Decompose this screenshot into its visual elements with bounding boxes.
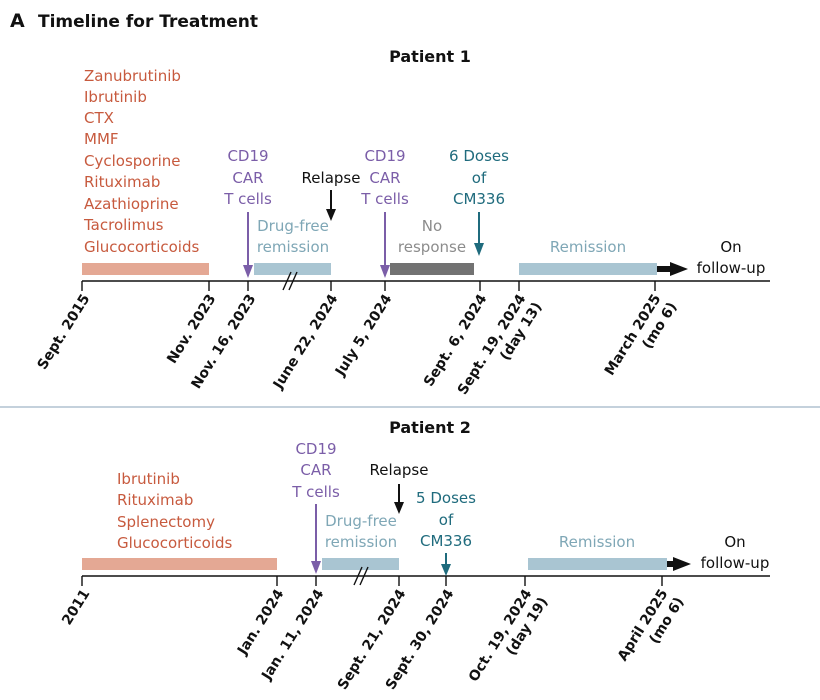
drug-label: Glucocorticoids [84, 238, 199, 256]
drug-label: Cyclosporine [84, 152, 181, 170]
follow-up-label: On [724, 533, 745, 551]
axis-break-marks [353, 566, 369, 586]
patient-2-relapse-marker: Relapse [370, 461, 429, 514]
arrowhead-icon [311, 561, 321, 574]
patient-1-timeline: Patient 1 Zanubrutinib Ibrutinib CTX MMF… [35, 47, 770, 398]
prior-treatment-bar [82, 558, 277, 570]
patient-2-prior-drugs: Ibrutinib Rituximab Splenectomy Glucocor… [117, 470, 232, 552]
drug-label: Azathioprine [84, 195, 179, 213]
follow-up-label: On [720, 238, 741, 256]
axis-break-line [282, 271, 292, 291]
date-label: Sept. 2015 [35, 292, 94, 373]
drug-label: Splenectomy [117, 513, 215, 531]
patient-1-cart-infusion-2: CD19 CAR T cells [360, 147, 409, 278]
arrowhead-icon [441, 564, 451, 576]
remission-bar [528, 558, 667, 570]
prior-treatment-bar [82, 263, 209, 275]
patient-2-timeline: Patient 2 Ibrutinib Rituximab Splenectom… [59, 418, 770, 693]
no-response-bar [390, 263, 474, 275]
cm336-label: CM336 [453, 190, 505, 208]
follow-up-arrow-icon [657, 262, 688, 276]
cart-label: T cells [360, 190, 409, 208]
drug-label: Tacrolimus [83, 216, 164, 234]
drug-free-remission-label: Drug-free [257, 217, 329, 235]
patient-1-relapse-marker: Relapse [302, 169, 361, 221]
remission-label: Remission [559, 533, 635, 551]
patient-1-cart-infusion-1: CD19 CAR T cells [223, 147, 272, 278]
cart-label: T cells [291, 483, 340, 501]
cart-label: CD19 [364, 147, 405, 165]
cart-label: T cells [223, 190, 272, 208]
drug-label: CTX [84, 109, 114, 127]
drug-free-remission-label: remission [257, 238, 329, 256]
follow-up-label: follow-up [697, 259, 766, 277]
cm336-label: of [472, 169, 487, 187]
remission-label: Remission [550, 238, 626, 256]
axis-ticks [81, 281, 656, 291]
cart-label: CAR [232, 169, 263, 187]
panel-letter: A [10, 10, 25, 32]
no-response-label: No [422, 217, 442, 235]
drug-label: Rituximab [117, 491, 193, 509]
cart-label: CAR [300, 461, 331, 479]
drug-label: Ibrutinib [117, 470, 180, 488]
drug-label: Ibrutinib [84, 88, 147, 106]
axis-ticks [81, 576, 663, 586]
drug-label: Rituximab [84, 173, 160, 191]
date-label: 2011 [59, 587, 93, 629]
patient-2-title: Patient 2 [389, 418, 471, 437]
cm336-label: 5 Doses [416, 489, 476, 507]
patient-2-date-labels: 2011 Jan. 2024 Jan. 11, 2024 Sept. 21, 2… [59, 586, 687, 692]
cm336-label: of [439, 511, 454, 529]
cart-label: CAR [369, 169, 400, 187]
drug-label: Glucocorticoids [117, 534, 232, 552]
relapse-label: Relapse [302, 169, 361, 187]
relapse-label: Relapse [370, 461, 429, 479]
drug-label: Zanubrutinib [84, 67, 181, 85]
follow-up-arrow-icon [667, 557, 691, 571]
cart-label: CD19 [227, 147, 268, 165]
drug-free-remission-bar [254, 263, 331, 275]
arrowhead-icon [326, 209, 336, 221]
cm336-label: CM336 [420, 532, 472, 550]
patient-1-title: Patient 1 [389, 47, 471, 66]
no-response-label: response [398, 238, 466, 256]
arrowhead-icon [394, 502, 404, 514]
cart-label: CD19 [295, 440, 336, 458]
arrowhead-icon [474, 243, 484, 256]
follow-up-label: follow-up [701, 554, 770, 572]
cm336-label: 6 Doses [449, 147, 509, 165]
patient-1-cm336-doses: 6 Doses of CM336 [449, 147, 509, 256]
date-label: June 22, 2024 [270, 291, 342, 392]
patient-1-date-labels: Sept. 2015 Nov. 2023 Nov. 16, 2023 June … [35, 291, 681, 397]
axis-break-line [353, 566, 363, 586]
remission-bar [519, 263, 657, 275]
arrowhead-icon [243, 265, 253, 278]
arrowhead-icon [380, 265, 390, 278]
drug-free-remission-label: Drug-free [325, 512, 397, 530]
drug-free-remission-bar [322, 558, 399, 570]
date-label: July 5, 2024 [332, 291, 395, 379]
patient-2-cm336-doses: 5 Doses of CM336 [416, 489, 476, 576]
axis-break-marks [282, 271, 298, 291]
axis-break-line [359, 566, 369, 586]
drug-label: MMF [84, 130, 119, 148]
drug-free-remission-label: remission [325, 533, 397, 551]
patient-2-cart-infusion: CD19 CAR T cells [291, 440, 340, 574]
patient-1-prior-drugs: Zanubrutinib Ibrutinib CTX MMF Cyclospor… [83, 67, 199, 256]
figure-title: Timeline for Treatment [38, 12, 258, 32]
axis-break-line [288, 271, 298, 291]
